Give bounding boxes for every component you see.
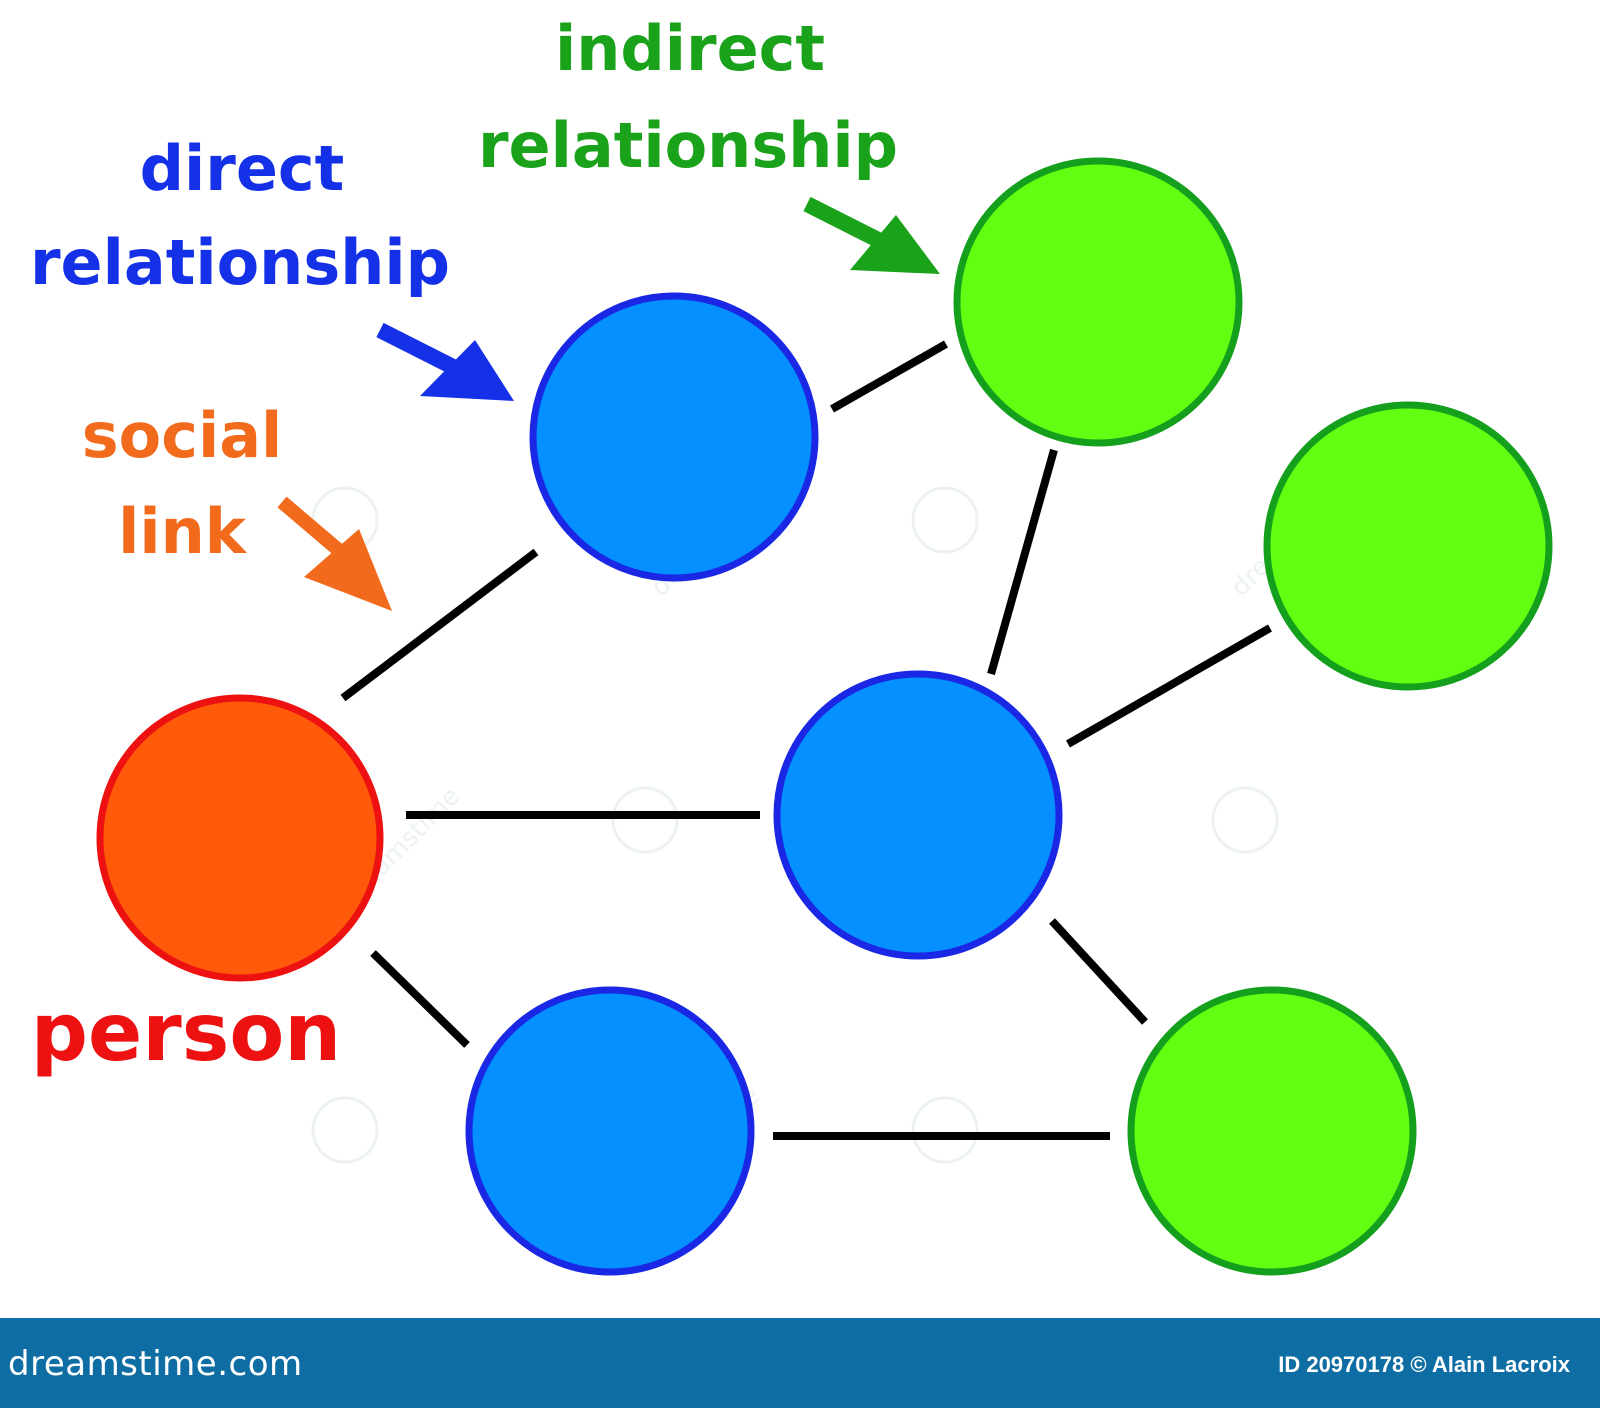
indirect-node-bottom	[1127, 986, 1417, 1276]
social-links	[340, 340, 1272, 1140]
direct-relationship-label-line1: direct	[140, 132, 345, 205]
footer-credit: ID 20970178 © Alain Lacroix	[1278, 1352, 1570, 1377]
direct-node-bottom	[465, 986, 755, 1276]
social-link-label-line2: link	[118, 495, 248, 568]
labels: indirect relationship direct relationshi…	[30, 12, 898, 1079]
direct-node-middle	[773, 670, 1063, 960]
indirect-node-top	[953, 157, 1243, 447]
watermark-spiral-icon	[1211, 786, 1279, 854]
indirect-arrow-icon	[803, 196, 940, 274]
link-direct-middle-to-indirect-top	[987, 448, 1058, 676]
watermark-spiral-icon	[911, 1096, 979, 1164]
arrows	[277, 196, 940, 611]
indirect-relationship-label-line2: relationship	[478, 109, 898, 182]
direct-node-top	[529, 292, 819, 582]
link-person-to-direct-bottom	[370, 950, 470, 1048]
footer-bar: dreamstime.com ID 20970178 © Alain Lacro…	[0, 1318, 1600, 1408]
nodes	[96, 157, 1553, 1276]
social-network-diagram: dreamstime dreamstime dreamstime dreamst…	[30, 12, 1553, 1276]
social-link-label-line1: social	[82, 399, 283, 472]
watermark-spiral-icon	[311, 1096, 379, 1164]
watermark-spiral-icon	[611, 786, 679, 854]
indirect-relationship-label-line1: indirect	[555, 12, 825, 85]
social-link-arrow-icon	[277, 496, 392, 611]
link-direct-middle-to-indirect-bottom	[1049, 918, 1148, 1025]
link-person-to-direct-top	[340, 548, 539, 702]
indirect-node-right	[1263, 401, 1553, 691]
footer-logo[interactable]: dreamstime.com	[8, 1344, 303, 1384]
person-label: person	[31, 986, 342, 1079]
link-direct-top-to-indirect-top	[830, 340, 948, 413]
watermark-spiral-icon	[911, 486, 979, 554]
direct-arrow-icon	[376, 322, 514, 401]
person-node	[96, 694, 384, 982]
link-direct-middle-to-indirect-right	[1066, 624, 1272, 748]
direct-relationship-label-line2: relationship	[30, 226, 450, 299]
